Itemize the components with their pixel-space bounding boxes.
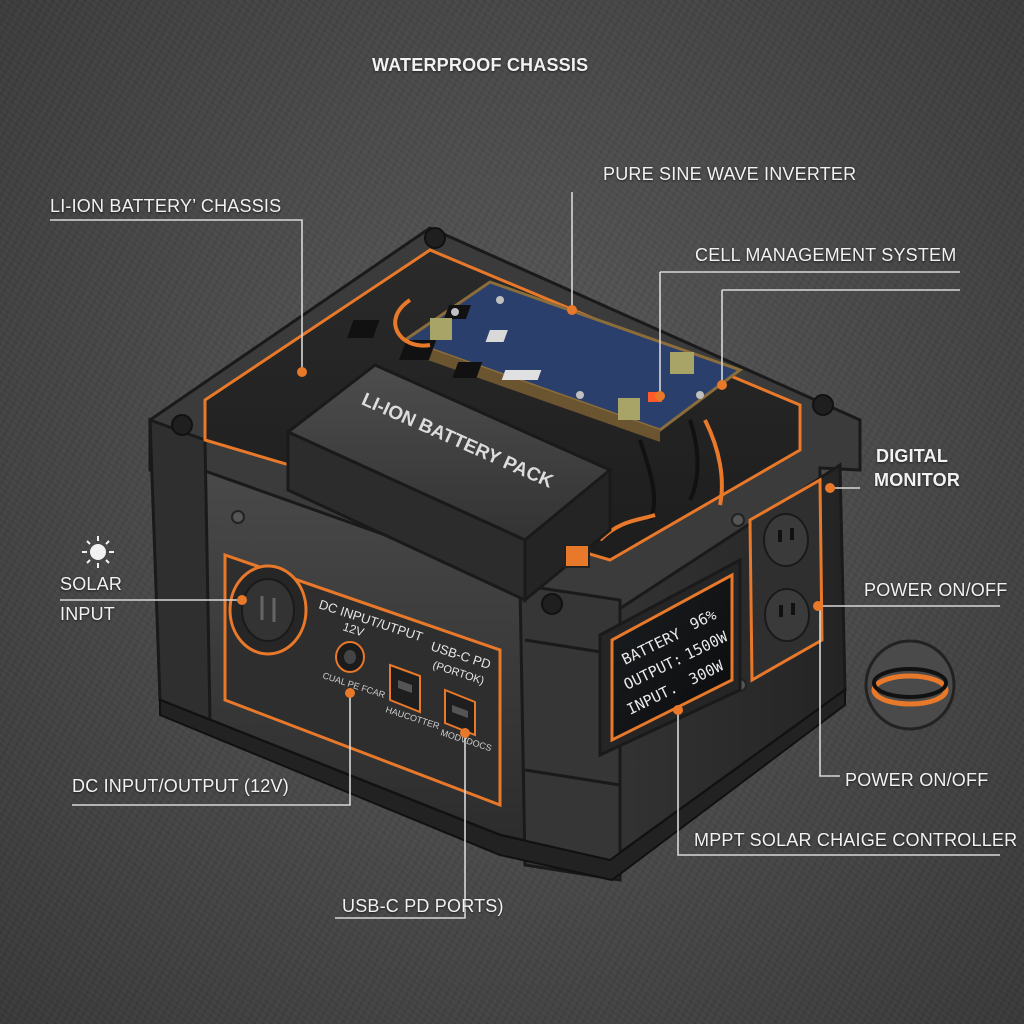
label-digital-monitor-line1: DIGITAL xyxy=(876,446,949,466)
power-button-detail[interactable] xyxy=(864,639,956,731)
leader-dots xyxy=(237,305,835,738)
label-power-onoff-top: POWER ON/OFF xyxy=(864,580,1008,600)
label-solar-input-line1: SOLAR xyxy=(60,574,123,594)
ac-outlet-top[interactable] xyxy=(763,513,809,567)
label-mppt-controller: MPPT SOLAR CHAIGE CONTROLLER xyxy=(694,830,1018,850)
usb-a-port[interactable] xyxy=(389,663,421,714)
label-usb-c-pd-ports: USB-C PD PORTS) xyxy=(342,896,504,916)
panel-dc-voltage: 12V xyxy=(341,620,366,640)
bolt xyxy=(541,593,563,615)
screw xyxy=(731,513,745,527)
screw xyxy=(231,510,245,524)
label-waterproof-chassis: WATERPROOF CHASSIS xyxy=(372,55,589,75)
label-battery-chassis: LI-ION BATTERY’ CHASSIS xyxy=(50,196,282,216)
label-solar-input-line2: INPUT xyxy=(60,604,115,624)
dc-io-port[interactable] xyxy=(335,641,365,673)
cms-indicator xyxy=(648,392,662,402)
usb-c-port[interactable] xyxy=(444,688,476,737)
digital-monitor: BATTERY 96% OUTPUT: 1500W INPUT. 300W xyxy=(598,557,742,758)
label-power-onoff-bottom: POWER ON/OFF xyxy=(845,770,989,790)
label-cell-management: CELL MANAGEMENT SYSTEM xyxy=(695,245,957,265)
label-dc-input-output: DC INPUT/OUTPUT (12V) xyxy=(72,776,289,796)
chassis-left-corner xyxy=(148,417,212,723)
sun-icon xyxy=(82,536,114,568)
label-digital-monitor-line2: MONITOR xyxy=(874,470,961,490)
bolt xyxy=(424,227,446,249)
battery-pack: LI-ION BATTERY PACK xyxy=(285,363,613,604)
bolt xyxy=(171,414,193,436)
battery-connector xyxy=(564,544,590,568)
ac-outlets xyxy=(748,477,824,683)
wiring xyxy=(393,298,724,542)
ac-outlet-bottom[interactable] xyxy=(764,588,810,642)
chassis-front-corner xyxy=(518,583,622,882)
leader-lines xyxy=(50,192,1000,919)
bolt xyxy=(812,394,834,416)
label-pure-sine-inverter: PURE SINE WAVE INVERTER xyxy=(603,164,857,184)
solar-input-port[interactable] xyxy=(228,564,308,656)
